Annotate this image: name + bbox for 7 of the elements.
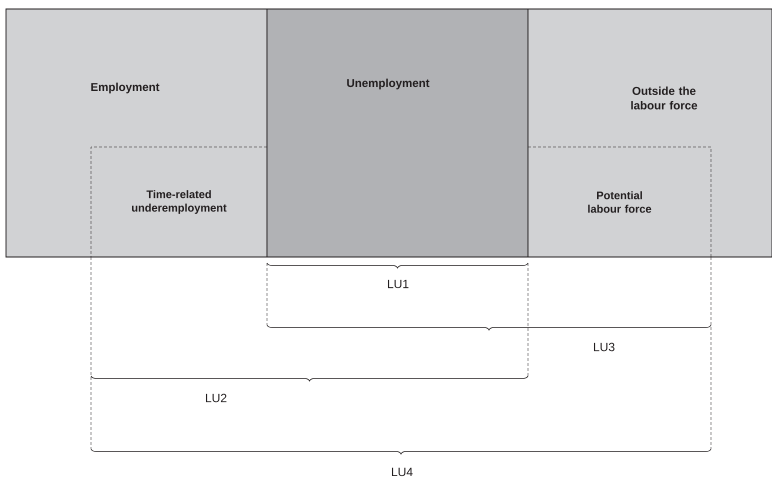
bracket-label: LU1 (388, 280, 408, 288)
category-band: Unemployment (266, 8, 528, 258)
bracket-label: LU2 (206, 394, 226, 402)
bracket-label: LU3 (594, 342, 614, 352)
dashed-subgroup-box: Potential labour force (528, 146, 712, 258)
dashed-subgroup-box: Time-related underemployment (90, 146, 268, 258)
bracket-label: LU4 (392, 468, 413, 476)
